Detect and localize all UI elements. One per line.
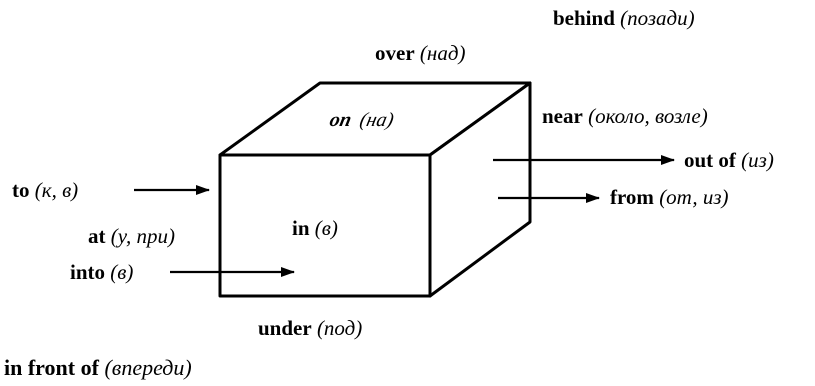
on-label: on (на) xyxy=(328,109,396,131)
out-of-label: out of (из) xyxy=(684,148,774,172)
near-label: near (около, возле) xyxy=(542,104,708,128)
near-translation: (около, возле) xyxy=(588,104,708,128)
out-of-translation: (из) xyxy=(741,148,774,172)
cube-front-face xyxy=(218,153,432,298)
to-label: to (к, в) xyxy=(12,178,79,202)
over-label: over (над) xyxy=(375,41,466,65)
over-translation: (над) xyxy=(419,41,466,65)
into-label: into (в) xyxy=(70,260,134,284)
in-front-of-label: in front of (впереди) xyxy=(4,355,192,380)
at-translation: (у, при) xyxy=(110,224,176,248)
behind-translation: (позади) xyxy=(620,6,695,30)
from-translation: (от, из) xyxy=(659,185,729,209)
into-translation: (в) xyxy=(110,260,134,284)
under-label: under (под) xyxy=(258,316,363,340)
at-label: at (у, при) xyxy=(88,224,176,248)
cube xyxy=(218,81,532,298)
from-label: from (от, из) xyxy=(610,185,729,209)
in-label: in (в) xyxy=(292,216,338,240)
on-label-ru: (на) xyxy=(358,109,396,131)
behind-label: behind (позади) xyxy=(553,6,695,30)
in-translation: (в) xyxy=(314,216,338,240)
in-front-of-translation: (впереди) xyxy=(104,355,192,380)
under-translation: (под) xyxy=(316,316,363,340)
to-translation: (к, в) xyxy=(34,178,79,202)
